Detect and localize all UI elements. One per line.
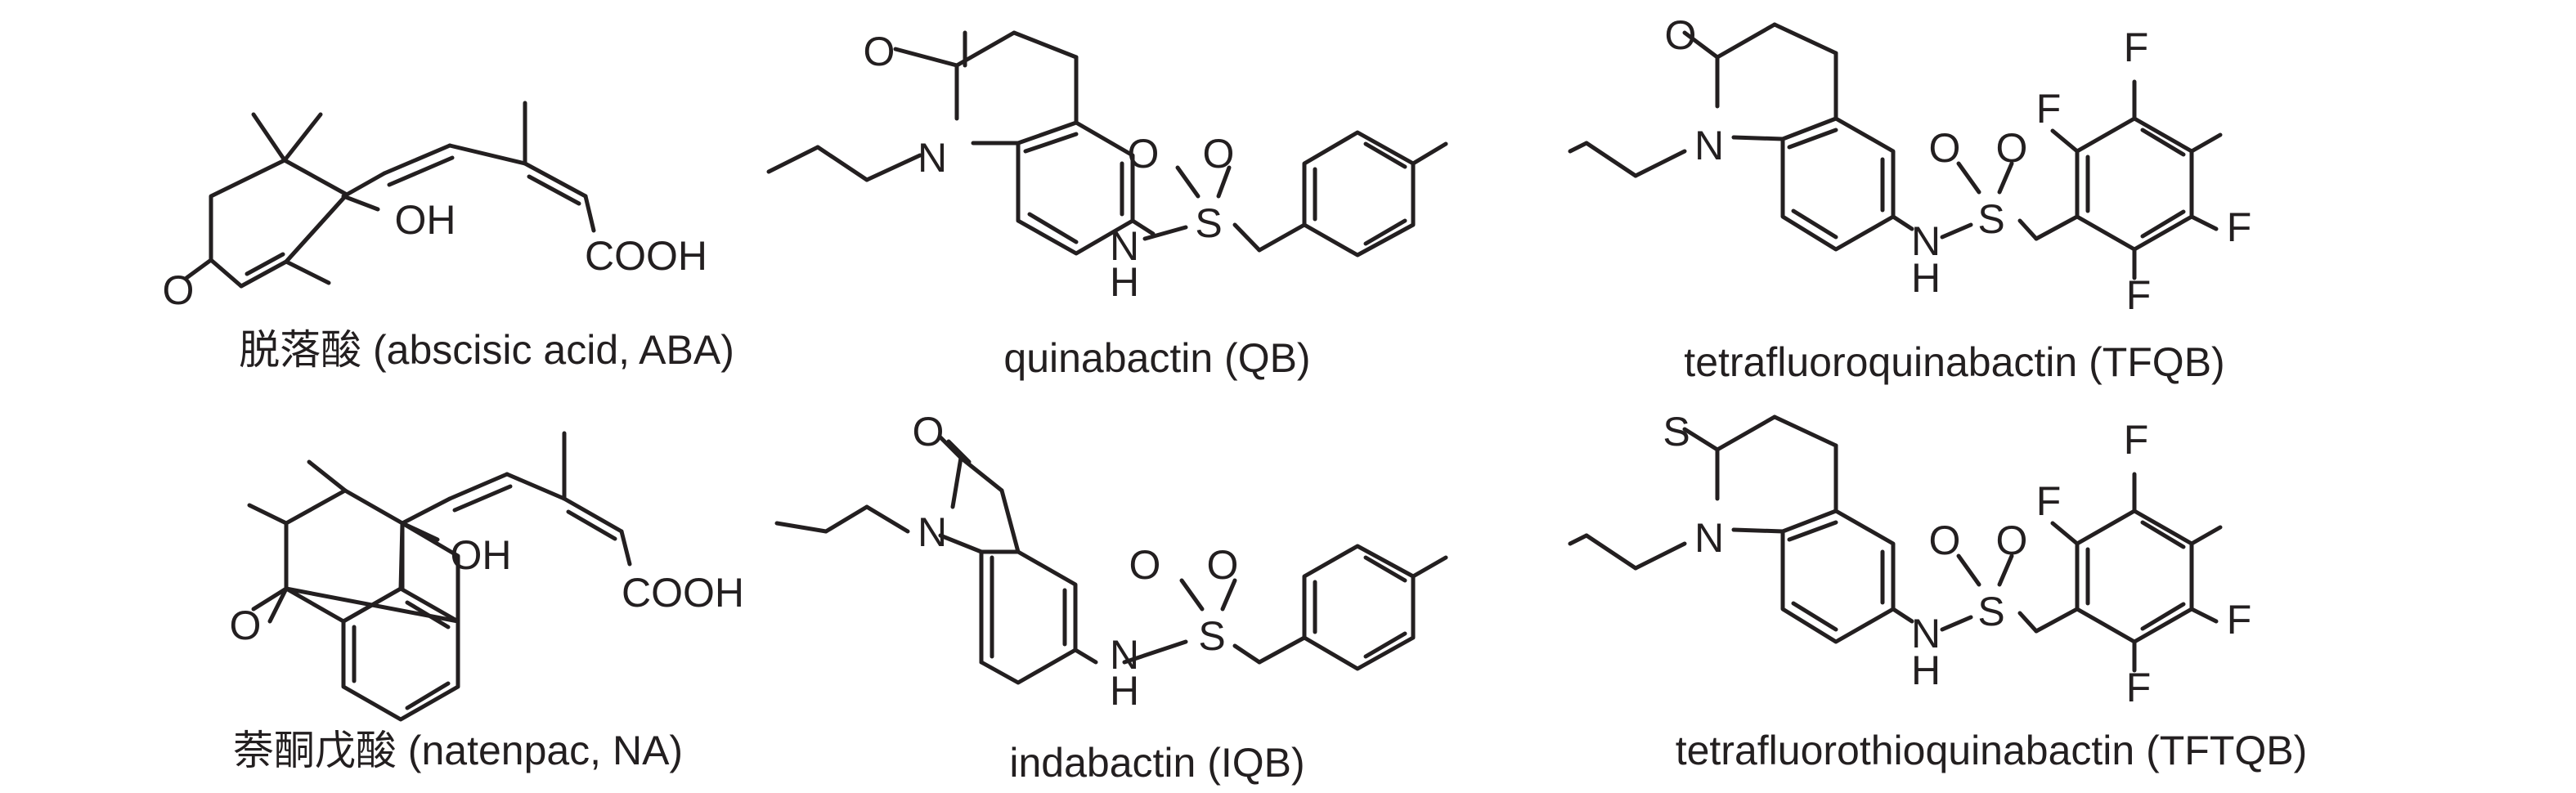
tftqb-fluorine-1-label: F bbox=[2036, 478, 2062, 524]
tftqb-fluorine-2-label: F bbox=[2124, 417, 2149, 463]
iqb-keto-o-label: O bbox=[913, 409, 945, 455]
tfqb-sulfur-label: S bbox=[1977, 196, 2004, 242]
qb-bonds bbox=[766, 30, 1448, 258]
tftqb-fluorine-4-label: F bbox=[2126, 665, 2152, 710]
na-keto-o-label: O bbox=[230, 603, 262, 648]
tfqb-keto-o-label: O bbox=[1665, 12, 1697, 58]
na-hydroxyl-label: OH bbox=[451, 532, 512, 578]
iqb-bonds bbox=[774, 435, 1448, 685]
tftqb-nh-n-label: N bbox=[1911, 611, 1941, 656]
tfqb-sulfonyl-o1-label: O bbox=[1929, 125, 1961, 171]
tfqb-fluorine-3-label: F bbox=[2227, 204, 2252, 250]
tfqb-sulfonyl-o2-label: O bbox=[1996, 125, 2028, 171]
tfqb-bonds bbox=[1568, 22, 2223, 280]
tftqb-thione-s-label: S bbox=[1663, 409, 1690, 455]
iqb-sulfonyl-o2-label: O bbox=[1207, 542, 1239, 588]
tfqb-nh-h-label: H bbox=[1911, 255, 1941, 301]
tftqb-sulfur-label: S bbox=[1977, 589, 2004, 634]
caption-na: 萘酮戊酸 (natenpac, NA) bbox=[233, 728, 683, 773]
tftqb-sulfonyl-o1-label: O bbox=[1929, 517, 1961, 563]
molecule-tfqb: O N N H S O O F F F F tetrafluoroquinaba… bbox=[1568, 12, 2252, 385]
caption-tfqb: tetrafluoroquinabactin (TFQB) bbox=[1684, 339, 2224, 385]
qb-sulfur-label: S bbox=[1195, 200, 1222, 246]
tftqb-sulfonyl-o2-label: O bbox=[1996, 517, 2028, 563]
tfqb-fluorine-2-label: F bbox=[2124, 25, 2149, 70]
aba-carboxyl-label: COOH bbox=[585, 233, 707, 279]
molecule-iqb: O N N H S O O indabactin (IQB) bbox=[774, 409, 1448, 786]
aba-keto-o-label: O bbox=[163, 267, 195, 313]
tftqb-fluorine-3-label: F bbox=[2227, 597, 2252, 643]
qb-keto-o-label: O bbox=[864, 29, 895, 74]
caption-qb: quinabactin (QB) bbox=[1003, 335, 1310, 381]
tfqb-fluorine-4-label: F bbox=[2126, 272, 2152, 318]
aba-hydroxyl-label: OH bbox=[395, 197, 456, 243]
qb-nh-h-label: H bbox=[1110, 259, 1139, 305]
tfqb-fluorine-1-label: F bbox=[2036, 86, 2062, 132]
qb-nh-n-label: N bbox=[1110, 223, 1139, 269]
iqb-nh-h-label: H bbox=[1110, 668, 1139, 714]
qb-sulfonyl-o1-label: O bbox=[1128, 131, 1160, 177]
tftqb-ring-n-label: N bbox=[1694, 515, 1724, 561]
iqb-sulfonyl-o1-label: O bbox=[1129, 542, 1161, 588]
aba-bonds bbox=[184, 101, 596, 289]
aba-oh-bond bbox=[341, 194, 380, 212]
qb-ring-n-label: N bbox=[918, 135, 947, 181]
iqb-nh-n-label: N bbox=[1110, 632, 1139, 678]
tftqb-bonds bbox=[1568, 414, 2223, 673]
molecule-aba: O OH COOH 脱落酸 (abscisic acid, ABA) bbox=[163, 101, 734, 373]
iqb-ring-n-label: N bbox=[918, 509, 947, 555]
molecule-na: O OH COOH 萘酮戊酸 (natenpac, NA) bbox=[230, 431, 744, 773]
qb-sulfonyl-o2-label: O bbox=[1203, 131, 1235, 177]
tftqb-nh-h-label: H bbox=[1911, 647, 1941, 693]
molecule-tftqb: S N N H S O O F F F F tetrafluorothioqui… bbox=[1568, 409, 2308, 773]
na-bonds bbox=[247, 431, 632, 722]
iqb-sulfur-label: S bbox=[1198, 613, 1225, 659]
molecule-qb: O N N H S O O quinabactin (QB) bbox=[766, 29, 1448, 381]
caption-iqb: indabactin (IQB) bbox=[1009, 740, 1304, 786]
tfqb-nh-n-label: N bbox=[1911, 218, 1941, 264]
tfqb-ring-n-label: N bbox=[1694, 123, 1724, 168]
caption-tftqb: tetrafluorothioquinabactin (TFTQB) bbox=[1676, 728, 2308, 773]
na-carboxyl-label: COOH bbox=[622, 570, 744, 616]
caption-aba: 脱落酸 (abscisic acid, ABA) bbox=[239, 327, 734, 373]
